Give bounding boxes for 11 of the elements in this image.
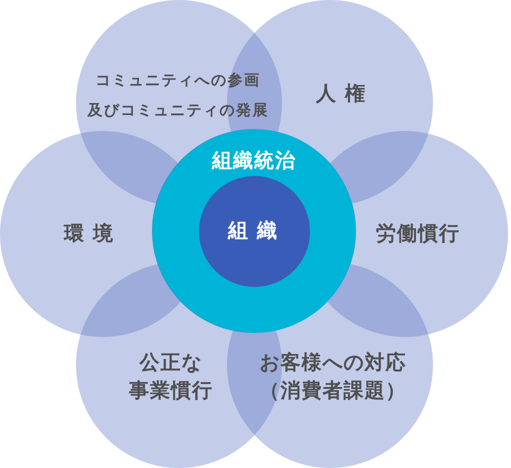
subject-label: お客様への対応（消費者課題） xyxy=(260,348,406,404)
organization-label: 組 織 xyxy=(228,217,278,244)
subject-circle xyxy=(226,262,432,468)
subject-label: 労働慣行 xyxy=(376,220,460,247)
governance-label: 組織統治 xyxy=(212,147,296,174)
subject-label: 環 境 xyxy=(64,220,114,247)
subject-label: コミュニティへの参画及びコミュニティの発展 xyxy=(87,70,269,121)
governance-ring xyxy=(152,129,356,333)
subject-label: 公正な事業慣行 xyxy=(129,348,213,404)
subject-label: 人 権 xyxy=(316,80,366,107)
organization-circle xyxy=(198,176,310,286)
